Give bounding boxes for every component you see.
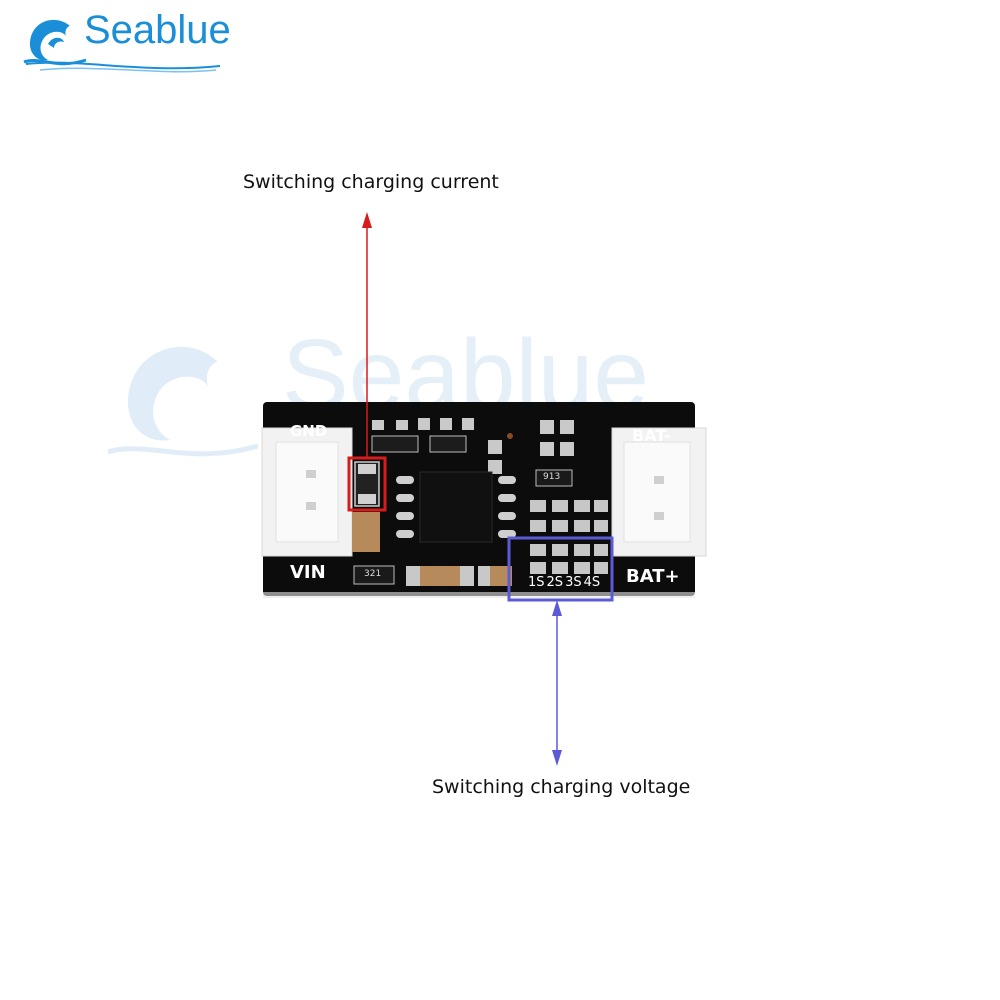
- charging-current-label: Switching charging current: [243, 171, 499, 193]
- bat-plus-pin-label: BAT+: [626, 566, 680, 587]
- voltage-option-4s: 4S: [583, 575, 601, 590]
- voltage-arrow-head-bottom: [552, 750, 562, 766]
- vin-pin-label: VIN: [290, 562, 326, 583]
- gnd-pin-label: GND: [290, 422, 328, 440]
- charging-voltage-label: Switching charging voltage: [432, 776, 691, 798]
- resistor-code-913: 913: [543, 472, 561, 482]
- battery-connector: [611, 427, 707, 557]
- resistor-code-321: 321: [364, 569, 382, 579]
- voltage-option-2s: 2S: [546, 575, 564, 590]
- voltage-option-row: 1S 2S 3S 4S: [528, 575, 600, 590]
- brand-logo: [20, 12, 230, 74]
- brand-name: Seablue: [84, 8, 231, 52]
- voltage-option-1s: 1S: [528, 575, 545, 590]
- voltage-highlight-box: [507, 536, 614, 602]
- bat-minus-pin-label: BAT-: [632, 426, 671, 445]
- logo-underline-swoosh: [25, 61, 221, 73]
- voltage-option-3s: 3S: [565, 575, 582, 590]
- voltage-arrow-head-top: [552, 600, 562, 616]
- input-connector: [261, 427, 353, 557]
- watermark-wave-icon: [108, 346, 258, 457]
- current-arrow-head: [362, 212, 372, 228]
